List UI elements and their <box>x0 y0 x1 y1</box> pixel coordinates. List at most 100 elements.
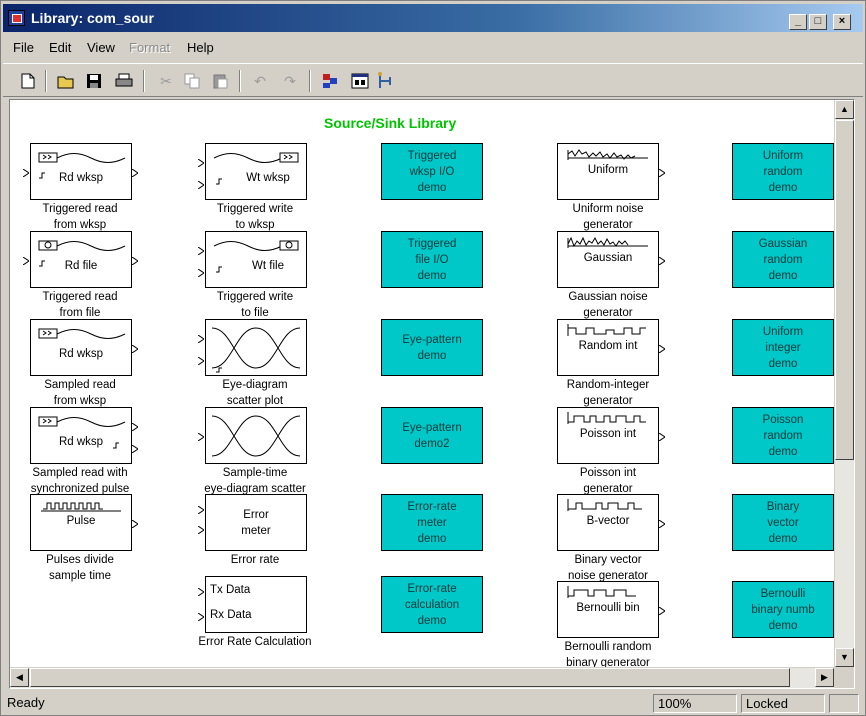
demo-uniform-integer[interactable]: Uniform integer demo <box>732 319 834 376</box>
demo-gaussian-random[interactable]: Gaussian random demo <box>732 231 834 288</box>
block-sample-time-eye[interactable] <box>197 407 307 464</box>
block-gaussian-noise[interactable]: Gaussian <box>557 231 666 288</box>
copy-icon[interactable] <box>181 70 203 92</box>
maximize-button[interactable]: □ <box>809 14 827 30</box>
block-label: Wt wksp <box>246 172 290 184</box>
demo-triggered-wksp-io[interactable]: Triggered wksp I/O demo <box>381 143 483 200</box>
block-eye-diagram[interactable] <box>197 319 307 376</box>
block-rd-wksp-sync[interactable]: Rd wksp <box>30 407 139 464</box>
output-port-icon <box>131 344 139 354</box>
new-file-icon[interactable] <box>17 70 39 92</box>
demo-eye-pattern2[interactable]: Eye-pattern demo2 <box>381 407 483 464</box>
block-label: Rd file <box>64 260 98 272</box>
menu-edit[interactable]: Edit <box>49 40 72 55</box>
block-rd-wksp-sampled[interactable]: Rd wksp <box>30 319 139 376</box>
waveform-icon <box>38 416 126 449</box>
toolbar-separator <box>143 70 145 92</box>
pulse-train-icon <box>567 412 646 424</box>
menu-view[interactable]: View <box>87 40 115 55</box>
demo-error-rate-calculation[interactable]: Error-rate calculation demo <box>381 576 483 633</box>
scrollbar-corner <box>834 667 854 688</box>
paste-icon[interactable] <box>209 70 231 92</box>
scroll-up-icon[interactable]: ▲ <box>835 100 854 119</box>
close-button[interactable]: × <box>833 14 851 30</box>
demo-binary-vector[interactable]: Binary vector demo <box>732 494 834 551</box>
block-pulse[interactable]: Pulse <box>30 494 139 551</box>
input-port-icon <box>197 587 205 597</box>
input-port-icon <box>197 356 205 366</box>
input-port-icon <box>197 505 205 515</box>
block-bernoulli-bin[interactable]: Bernoulli bin <box>557 581 666 638</box>
demo-eye-pattern[interactable]: Eye-pattern demo <box>381 319 483 376</box>
vertical-scroll-thumb[interactable] <box>835 120 854 460</box>
scroll-down-icon[interactable]: ▼ <box>835 648 854 667</box>
rx-data-port-label: Rx Data <box>210 609 252 621</box>
block-wt-file[interactable]: Wt file <box>197 231 307 288</box>
save-icon[interactable] <box>83 70 105 92</box>
toolbar-separator <box>45 70 47 92</box>
simulink-app-icon[interactable] <box>8 10 25 26</box>
block-label: B-vector <box>586 515 630 527</box>
block-uniform-noise[interactable]: Uniform <box>557 143 666 200</box>
library-title: Source/Sink Library <box>324 115 457 131</box>
eye-pattern-icon <box>211 327 301 373</box>
block-label: Rd wksp <box>58 172 104 184</box>
output-port-icon <box>658 519 666 529</box>
cut-icon[interactable]: ✂ <box>160 72 172 89</box>
undo-icon[interactable]: ↶ <box>254 72 266 89</box>
demo-error-rate-meter[interactable]: Error-rate meter demo <box>381 494 483 551</box>
print-icon[interactable] <box>113 70 135 92</box>
input-port-icon <box>197 612 205 622</box>
block-poisson-int[interactable]: Poisson int <box>557 407 666 464</box>
block-b-vector[interactable]: B-vector <box>557 494 666 551</box>
noise-waveform-icon <box>567 236 648 248</box>
scroll-left-icon[interactable]: ◀ <box>10 668 29 687</box>
zoom-level: 100% <box>653 694 737 713</box>
horizontal-scrollbar[interactable]: ◀ ▶ <box>10 667 834 688</box>
waveform-icon <box>213 240 299 273</box>
vertical-scrollbar[interactable]: ▲ ▼ <box>834 100 854 667</box>
tx-data-port-label: Tx Data <box>210 584 251 596</box>
block-random-int[interactable]: Random int <box>557 319 666 376</box>
horizontal-scroll-thumb[interactable] <box>30 668 790 687</box>
menu-file[interactable]: File <box>13 40 34 55</box>
library-canvas[interactable]: Source/Sink Library Rd wksp Triggered re… <box>9 99 855 689</box>
block-wt-wksp[interactable]: Wt wksp <box>197 143 307 200</box>
status-bar: Ready 100% Locked <box>3 691 863 715</box>
block-error-meter[interactable]: Error meter <box>197 494 307 551</box>
demo-poisson-random[interactable]: Poisson random demo <box>732 407 834 464</box>
block-rd-file-triggered[interactable]: Rd file <box>22 231 139 288</box>
waveform-icon <box>38 152 126 179</box>
scroll-right-icon[interactable]: ▶ <box>815 668 834 687</box>
block-label: Poisson int <box>579 428 637 440</box>
status-text: Ready <box>7 695 45 710</box>
menu-format[interactable]: Format <box>129 40 171 55</box>
open-folder-icon[interactable] <box>55 70 77 92</box>
redo-icon[interactable]: ↷ <box>284 72 296 89</box>
input-port-icon <box>197 432 205 442</box>
library-browser-icon[interactable] <box>319 70 341 92</box>
demo-bernoulli-binary[interactable]: Bernoulli binary numb demo <box>732 581 834 638</box>
input-port-icon <box>22 256 30 266</box>
input-port-icon <box>197 268 205 278</box>
block-rd-wksp-triggered[interactable]: Rd wksp <box>22 143 139 200</box>
demo-uniform-random[interactable]: Uniform random demo <box>732 143 834 200</box>
block-error-rate-calc[interactable]: Tx Data Rx Data <box>197 576 307 633</box>
title-bar[interactable]: Library: com_sour _ □ × <box>3 4 863 32</box>
minimize-button[interactable]: _ <box>789 14 807 30</box>
menu-bar: File Edit View Format Help <box>3 35 863 61</box>
model-browser-icon[interactable] <box>349 70 371 92</box>
demo-triggered-file-io[interactable]: Triggered file I/O demo <box>381 231 483 288</box>
debug-icon[interactable] <box>375 70 397 92</box>
menu-help[interactable]: Help <box>187 40 214 55</box>
